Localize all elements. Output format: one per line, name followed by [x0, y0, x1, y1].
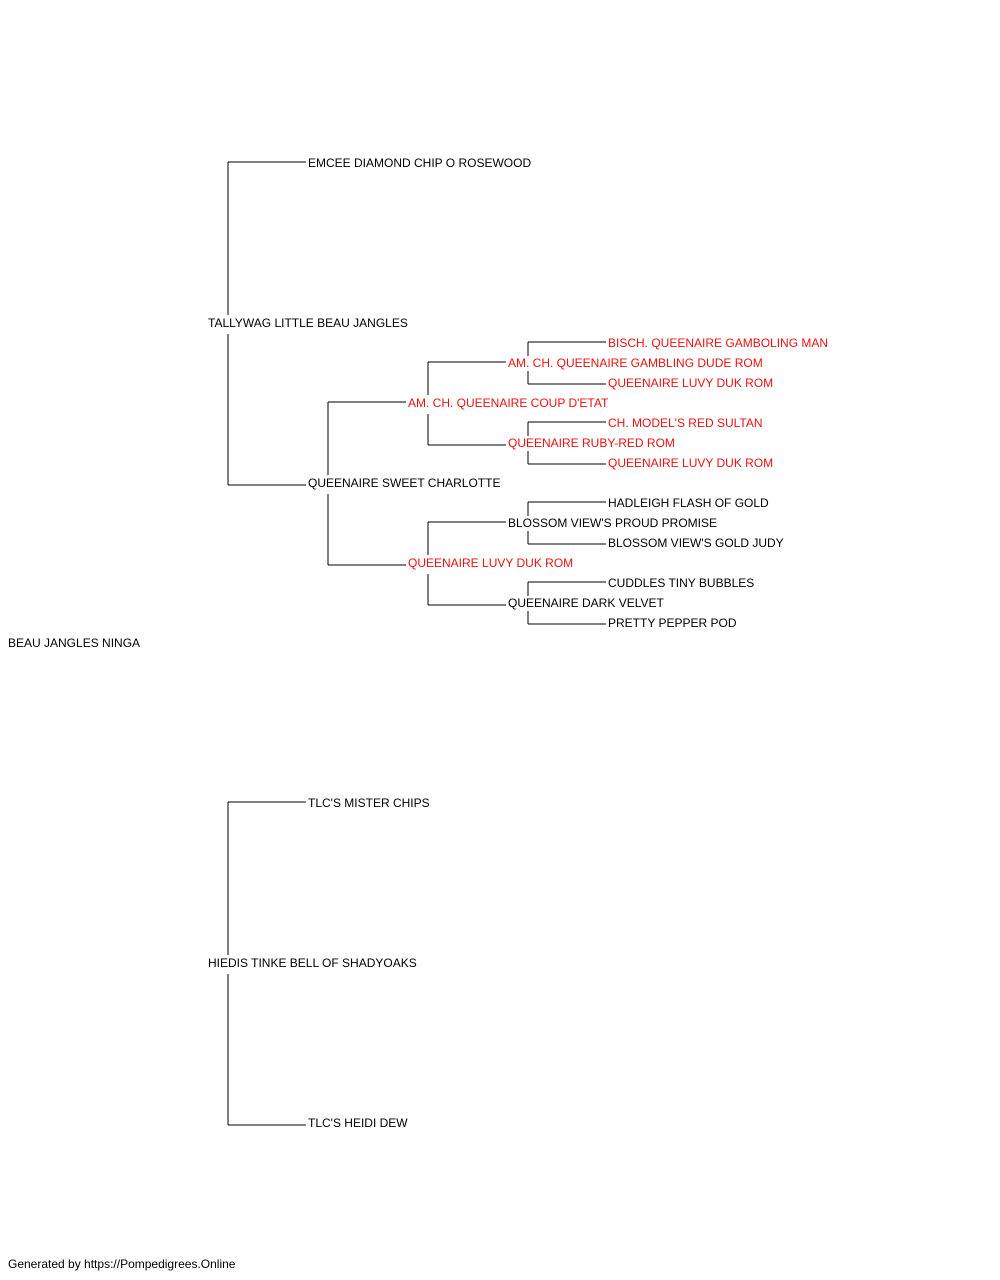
dog-sire-dam-sire-sire-dam[interactable]: QUEENAIRE LUVY DUK ROM [608, 376, 774, 390]
dog-sire-dam-dam-dam[interactable]: QUEENAIRE DARK VELVET [508, 596, 664, 610]
dog-sire-dam-dam-sire-dam[interactable]: BLOSSOM VIEW'S GOLD JUDY [608, 536, 784, 550]
dog-sire-dam-sire[interactable]: AM. CH. QUEENAIRE COUP D'ETAT [408, 396, 609, 410]
dog-dam-sire[interactable]: TLC'S MISTER CHIPS [308, 796, 430, 810]
dog-sire-dam[interactable]: QUEENAIRE SWEET CHARLOTTE [308, 476, 501, 490]
dog-sire-dam-dam-dam-dam[interactable]: PRETTY PEPPER POD [608, 616, 737, 630]
dog-sire-dam-sire-dam-sire[interactable]: CH. MODEL'S RED SULTAN [608, 416, 763, 430]
dog-sire-dam-sire-dam-dam[interactable]: QUEENAIRE LUVY DUK ROM [608, 456, 774, 470]
footer-credit: Generated by https://Pompedigrees.Online [8, 1257, 236, 1271]
dog-sire-dam-sire-sire-sire[interactable]: BISCH. QUEENAIRE GAMBOLING MAN [608, 336, 829, 350]
dog-sire[interactable]: TALLYWAG LITTLE BEAU JANGLES [208, 316, 408, 330]
dog-sire-dam-dam-sire-sire[interactable]: HADLEIGH FLASH OF GOLD [608, 496, 769, 510]
dog-dam[interactable]: HIEDIS TINKE BELL OF SHADYOAKS [208, 956, 417, 970]
dog-sire-dam-dam-dam-sire[interactable]: CUDDLES TINY BUBBLES [608, 576, 755, 590]
dog-sire-dam-dam-sire[interactable]: BLOSSOM VIEW'S PROUD PROMISE [508, 516, 717, 530]
dog-sire-dam-sire-sire[interactable]: AM. CH. QUEENAIRE GAMBLING DUDE ROM [508, 356, 763, 370]
dog-dam-dam[interactable]: TLC'S HEIDI DEW [308, 1116, 408, 1130]
dog-sire-dam-dam[interactable]: QUEENAIRE LUVY DUK ROM [408, 556, 574, 570]
dog-sire-sire[interactable]: EMCEE DIAMOND CHIP O ROSEWOOD [308, 156, 532, 170]
dog-subject[interactable]: BEAU JANGLES NINGA [8, 636, 141, 650]
dog-sire-dam-sire-dam[interactable]: QUEENAIRE RUBY-RED ROM [508, 436, 675, 450]
